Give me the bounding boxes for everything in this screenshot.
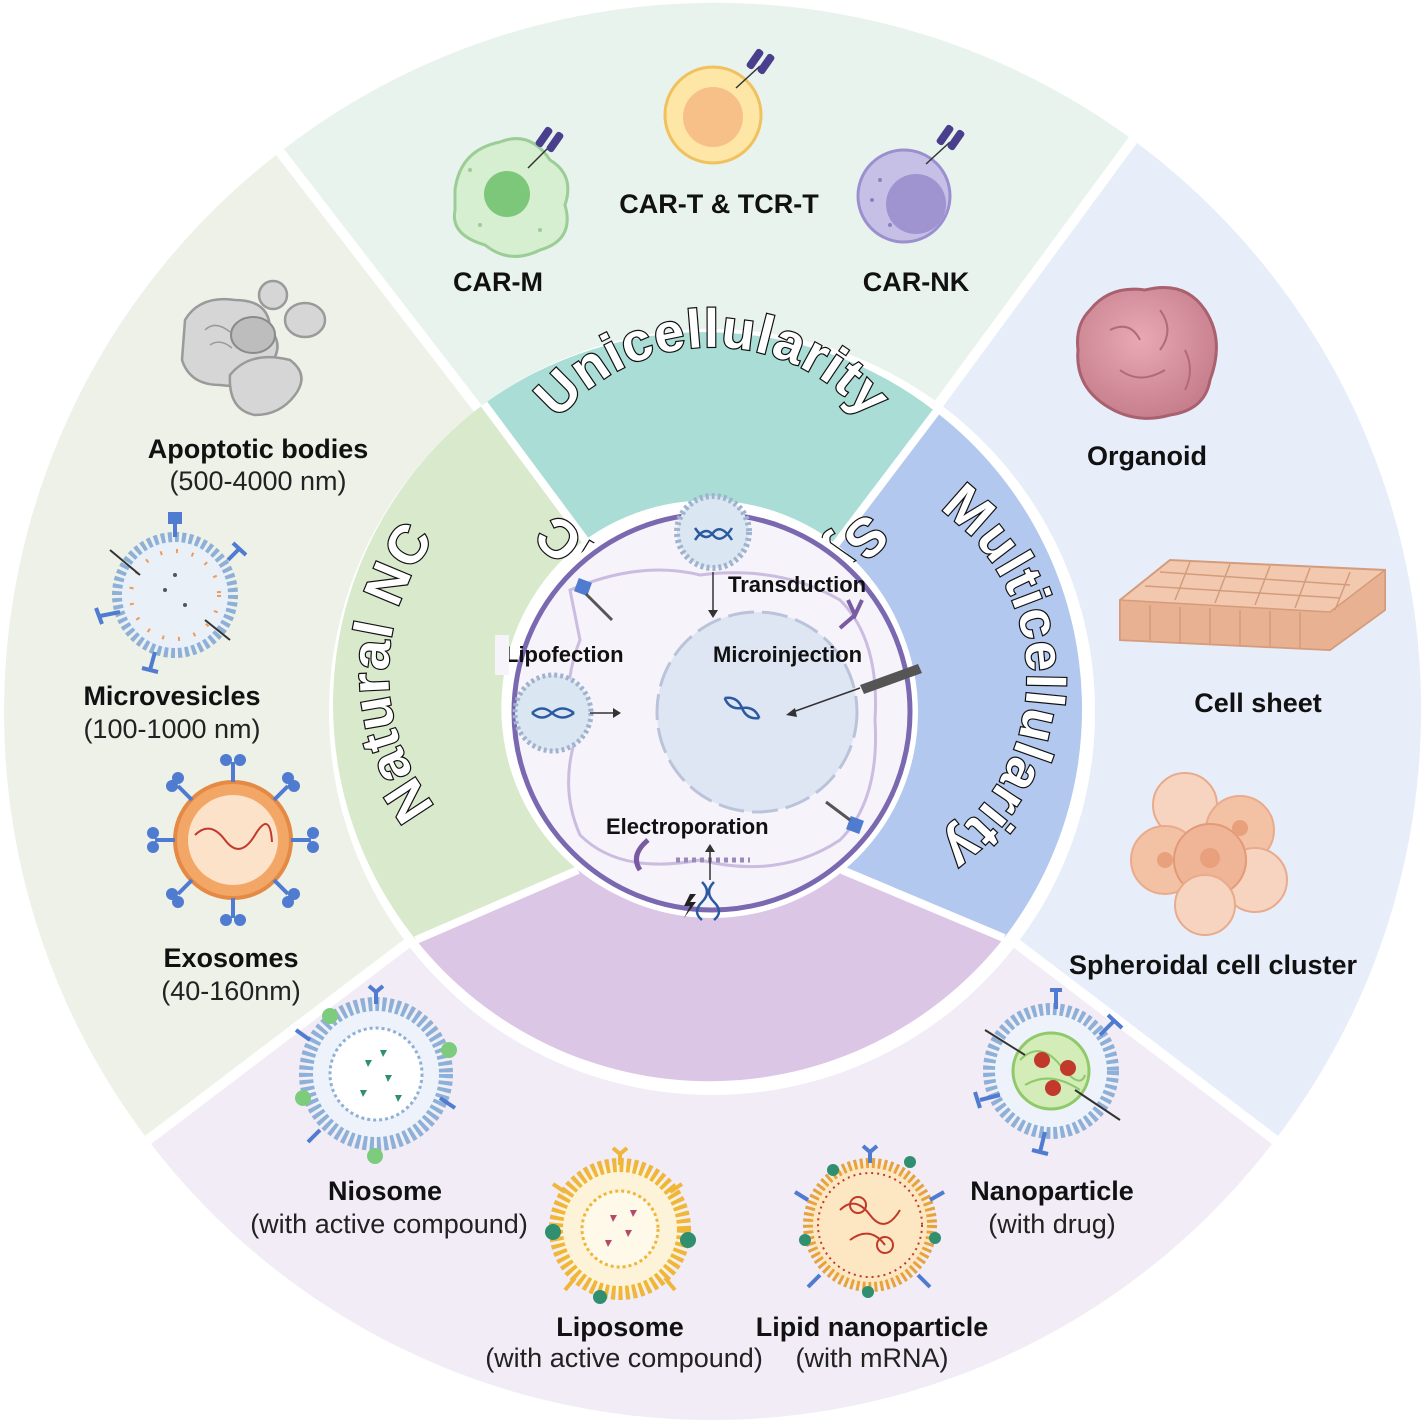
nanoparticle-icon bbox=[973, 988, 1124, 1156]
liposome-sub: (with active compound) bbox=[485, 1343, 763, 1373]
organoid-label: Organoid bbox=[1087, 441, 1207, 471]
exosomes-size: (40-160nm) bbox=[161, 976, 301, 1006]
cell-sheet-label: Cell sheet bbox=[1194, 688, 1322, 718]
unicellularity-band bbox=[484, 332, 936, 544]
lipid-nanoparticle-icon bbox=[793, 1144, 945, 1298]
exosome-icon bbox=[147, 754, 319, 926]
car-nk-label: CAR-NK bbox=[863, 267, 970, 297]
organoid-icon bbox=[1076, 286, 1218, 420]
cell-sheet-icon bbox=[1119, 558, 1386, 652]
microvesicles-size: (100-1000 nm) bbox=[83, 714, 260, 744]
needle-icon bbox=[786, 664, 922, 717]
nanoparticle-sub: (with drug) bbox=[988, 1209, 1116, 1239]
lipofection-label: Lipofection bbox=[505, 642, 624, 667]
car-nk-cell-icon bbox=[856, 124, 965, 244]
exosomes-label: Exosomes bbox=[163, 943, 298, 973]
multicellularity-band bbox=[836, 412, 1083, 938]
lipid-vesicle-icon bbox=[512, 672, 621, 754]
car-m-cell-icon bbox=[452, 126, 570, 258]
apoptotic-bodies-size: (500-4000 nm) bbox=[169, 466, 346, 496]
liposome-icon bbox=[545, 1146, 696, 1304]
microinjection-label: Microinjection bbox=[713, 642, 862, 667]
spheroid-icon bbox=[1130, 772, 1288, 936]
electroporation-icon bbox=[676, 844, 750, 921]
niosome-sub: (with active compound) bbox=[250, 1209, 528, 1239]
virus-icon bbox=[674, 493, 752, 618]
spheroid-label: Spheroidal cell cluster bbox=[1069, 950, 1358, 980]
electroporation-label: Electroporation bbox=[606, 814, 769, 839]
microvesicle-icon bbox=[94, 512, 248, 674]
receptor-icon bbox=[574, 578, 864, 872]
niosome-label: Niosome bbox=[328, 1176, 442, 1206]
liposome-label: Liposome bbox=[556, 1312, 684, 1342]
natural-nc-band bbox=[333, 404, 585, 940]
car-m-label: CAR-M bbox=[453, 267, 543, 297]
nanoparticle-label: Nanoparticle bbox=[970, 1176, 1134, 1206]
microvesicles-label: Microvesicles bbox=[83, 681, 260, 711]
transduction-label: Transduction bbox=[728, 572, 866, 597]
inner-band-ring bbox=[333, 332, 1083, 1082]
synthetic-nc-band bbox=[416, 870, 1004, 1082]
apoptotic-bodies-label: Apoptotic bodies bbox=[148, 434, 368, 464]
apoptotic-bodies-icon bbox=[180, 279, 327, 417]
nucleus-dna-icon bbox=[723, 696, 761, 720]
niosome-icon bbox=[294, 984, 457, 1164]
lipid-nanoparticle-sub: (with mRNA) bbox=[796, 1343, 949, 1373]
car-t-cell-icon bbox=[663, 48, 775, 165]
lipid-nanoparticle-label: Lipid nanoparticle bbox=[756, 1312, 989, 1342]
center-cell: Transduction Lipofection Microinjection … bbox=[505, 493, 922, 921]
car-t-tcr-t-label: CAR-T & TCR-T bbox=[619, 189, 819, 219]
